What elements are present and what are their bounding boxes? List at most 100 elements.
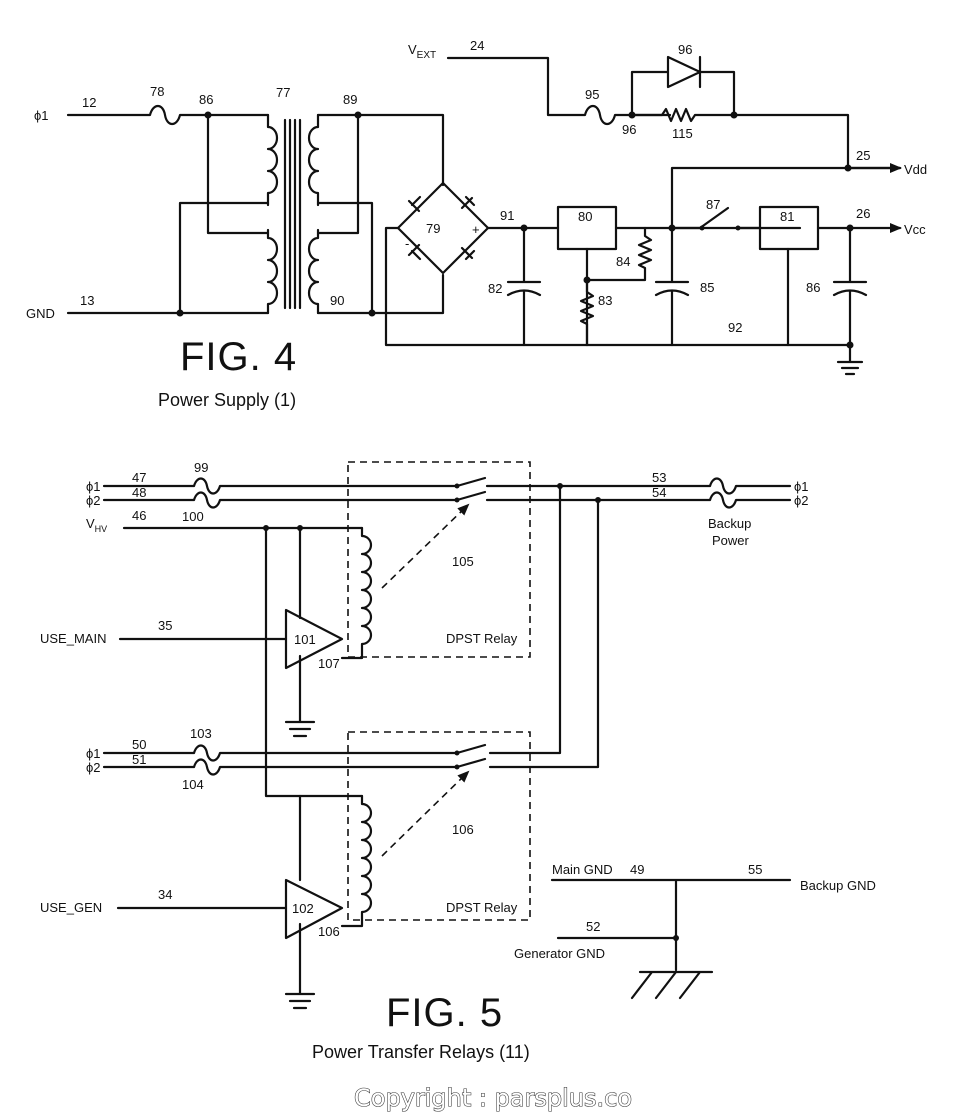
label-82: 82 [488,281,502,296]
fig4-title: FIG. 4 [180,335,297,379]
ground-symbol-102 [284,922,316,1010]
label-81: 81 [780,209,794,224]
resistor-83 [579,278,595,347]
label-24: 24 [470,38,484,53]
ground-bus [550,878,792,972]
label-phi1-top: ϕ1 [86,479,101,494]
fig4-power-supply: ϕ1 12 78 86 77 89 GND 13 90 79 - + 91 82… [26,38,927,410]
fig5-title: FIG. 5 [386,991,503,1035]
label-101: 101 [294,632,316,647]
label-phi1-right: ϕ1 [794,479,809,494]
label-phi2-top: ϕ2 [86,493,101,508]
label-80: 80 [578,209,592,224]
phi2-top-wire [102,491,457,509]
transformer-secondary-bottom [307,228,320,315]
capacitor-85 [654,226,690,347]
label-minus: - [405,236,409,251]
vext-wire [446,56,672,126]
relay-box-106 [347,731,531,921]
label-vhv: VHV [86,516,107,534]
label-vext: VEXT [408,42,436,61]
label-102: 102 [292,901,314,916]
fig5-caption: Power Transfer Relays (11) [312,1042,530,1062]
label-52: 52 [586,919,600,934]
label-95: 95 [585,87,599,102]
label-55: 55 [748,862,762,877]
phi1-bottom-wire [102,744,457,762]
label-phi1: ϕ1 [34,108,49,123]
label-phi2-right: ϕ2 [794,493,809,508]
transformer-primary-top [266,113,279,207]
label-106: 106 [452,822,474,837]
earth-symbol [630,970,714,1000]
label-103: 103 [190,726,212,741]
relay-coil-105 [340,526,373,660]
resistor-84 [585,226,653,282]
label-54: 54 [652,485,666,500]
label-13: 13 [80,293,94,308]
resistor-115 [630,107,736,123]
label-84: 84 [616,254,630,269]
fig5-power-transfer-relays: ϕ1 ϕ2 47 48 99 100 VHV 46 53 54 ϕ1 ϕ2 Ba… [40,460,876,1062]
transformer-primary-bottom [266,228,279,315]
label-47: 47 [132,470,146,485]
capacitor-82 [506,226,542,347]
label-77: 77 [276,85,290,100]
diode-96 [630,55,736,117]
label-25: 25 [856,148,870,163]
label-35: 35 [158,618,172,633]
label-46: 46 [132,508,146,523]
label-phi2-bot: ϕ2 [86,760,101,775]
label-78: 78 [150,84,164,99]
label-104: 104 [182,777,204,792]
label-12: 12 [82,95,96,110]
label-107: 107 [318,656,340,671]
label-53: 53 [652,470,666,485]
label-main-gnd: Main GND [552,862,613,877]
label-85: 85 [700,280,714,295]
relay-105-contacts [455,476,487,502]
label-generator-gnd: Generator GND [514,946,605,961]
label-vdd: Vdd [904,162,927,177]
label-50: 50 [132,737,146,752]
label-89: 89 [343,92,357,107]
phi2-bottom-wire [102,758,457,776]
label-26: 26 [856,206,870,221]
label-96b: 96 [678,42,692,57]
phi1-top-wire [102,477,457,495]
label-92: 92 [728,320,742,335]
transformer-secondary-top [307,113,320,207]
label-backup-gnd: Backup GND [800,878,876,893]
copyright-watermark: Copyright : parsplus.co [354,1084,632,1112]
label-86a: 86 [199,92,213,107]
label-plus: + [472,222,480,237]
label-backup: Backup [708,516,751,531]
label-48: 48 [132,485,146,500]
label-100: 100 [182,509,204,524]
phi1-input-wire [66,104,270,126]
relay-106-contacts [455,743,487,769]
label-phi1-bot: ϕ1 [86,746,101,761]
label-87: 87 [706,197,720,212]
label-vcc: Vcc [904,222,926,237]
bridge-rectifier-79 [396,181,490,275]
label-86b: 86 [806,280,820,295]
label-use-gen: USE_GEN [40,900,102,915]
label-gnd: GND [26,306,55,321]
capacitor-86 [832,226,868,347]
label-106b: 106 [318,924,340,939]
fig4-caption: Power Supply (1) [158,390,296,410]
label-105: 105 [452,554,474,569]
label-51: 51 [132,752,146,767]
label-dpst1: DPST Relay [446,631,518,646]
ground-symbol-101 [284,654,316,738]
label-90: 90 [330,293,344,308]
label-power: Power [712,533,750,548]
ground-symbol-fig4 [836,343,864,376]
label-115: 115 [672,126,693,141]
label-34: 34 [158,887,172,902]
label-99: 99 [194,460,208,475]
relay-coil-106 [340,794,373,928]
label-79: 79 [426,221,440,236]
